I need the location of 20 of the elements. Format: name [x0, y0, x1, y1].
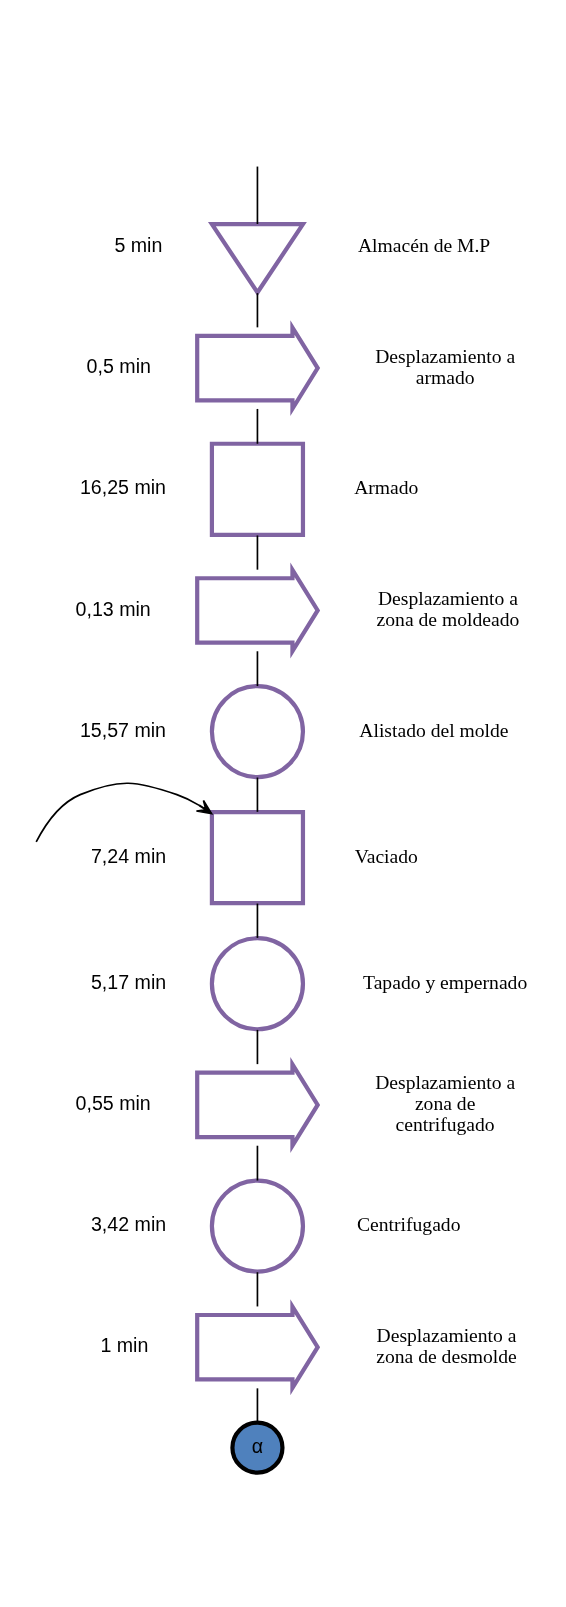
node-label: Vaciado	[354, 845, 418, 867]
node-label: 5 min	[114, 233, 163, 256]
node-label: Desplazamiento a zona de desmolde	[376, 1324, 517, 1367]
node-label: Centrifugado	[356, 1213, 461, 1235]
node-label: Alistado del molde	[359, 719, 509, 741]
node-label: 7,24 min	[90, 844, 167, 867]
node-label: 0,13 min	[75, 597, 151, 620]
node-label: 3,42 min	[90, 1212, 167, 1235]
node-label: Desplazamiento a zona de moldeado	[376, 587, 520, 630]
node-label: 15,57 min	[79, 718, 167, 741]
node-label: Armado	[354, 476, 419, 498]
node-label: 16,25 min	[79, 475, 167, 498]
node-label: 0,55 min	[75, 1091, 151, 1114]
node-label: 1 min	[100, 1333, 149, 1356]
node-label: 0,5 min	[86, 354, 151, 377]
node-label: Tapado y empernado	[363, 971, 528, 993]
node-label: Desplazamiento a zona de centrifugado	[375, 1071, 516, 1135]
node-label: Almacén de M.P	[357, 234, 491, 256]
node-label: Desplazamiento a armado	[375, 345, 516, 388]
node-label: 5,17 min	[90, 970, 167, 993]
